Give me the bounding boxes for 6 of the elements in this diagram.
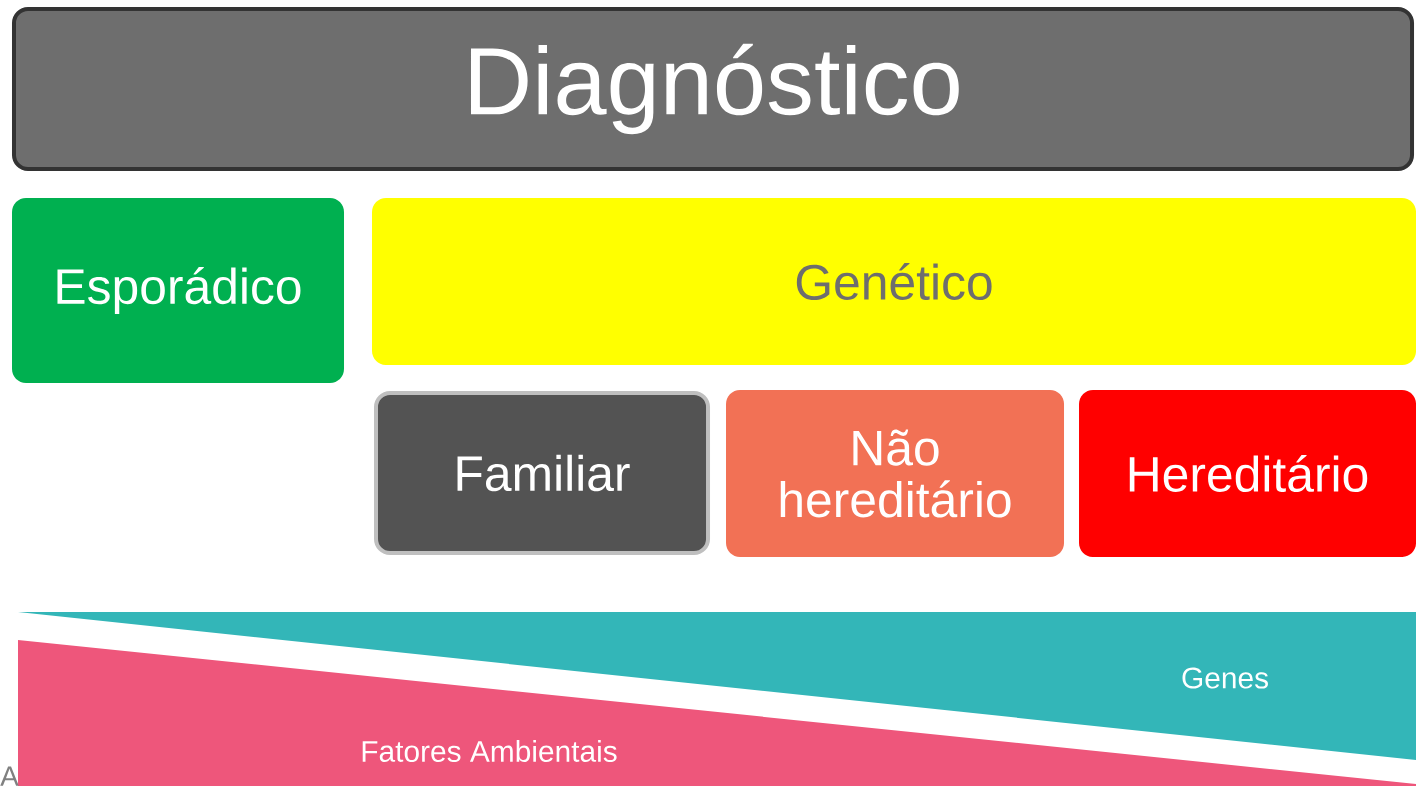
category-box: Familiar <box>374 391 710 555</box>
title-box: Diagnóstico <box>12 7 1415 171</box>
category-box: Genético <box>372 198 1416 365</box>
category-box: Esporádico <box>12 198 344 383</box>
category-box: Não hereditário <box>726 390 1064 557</box>
category-box: Hereditário <box>1079 390 1416 557</box>
